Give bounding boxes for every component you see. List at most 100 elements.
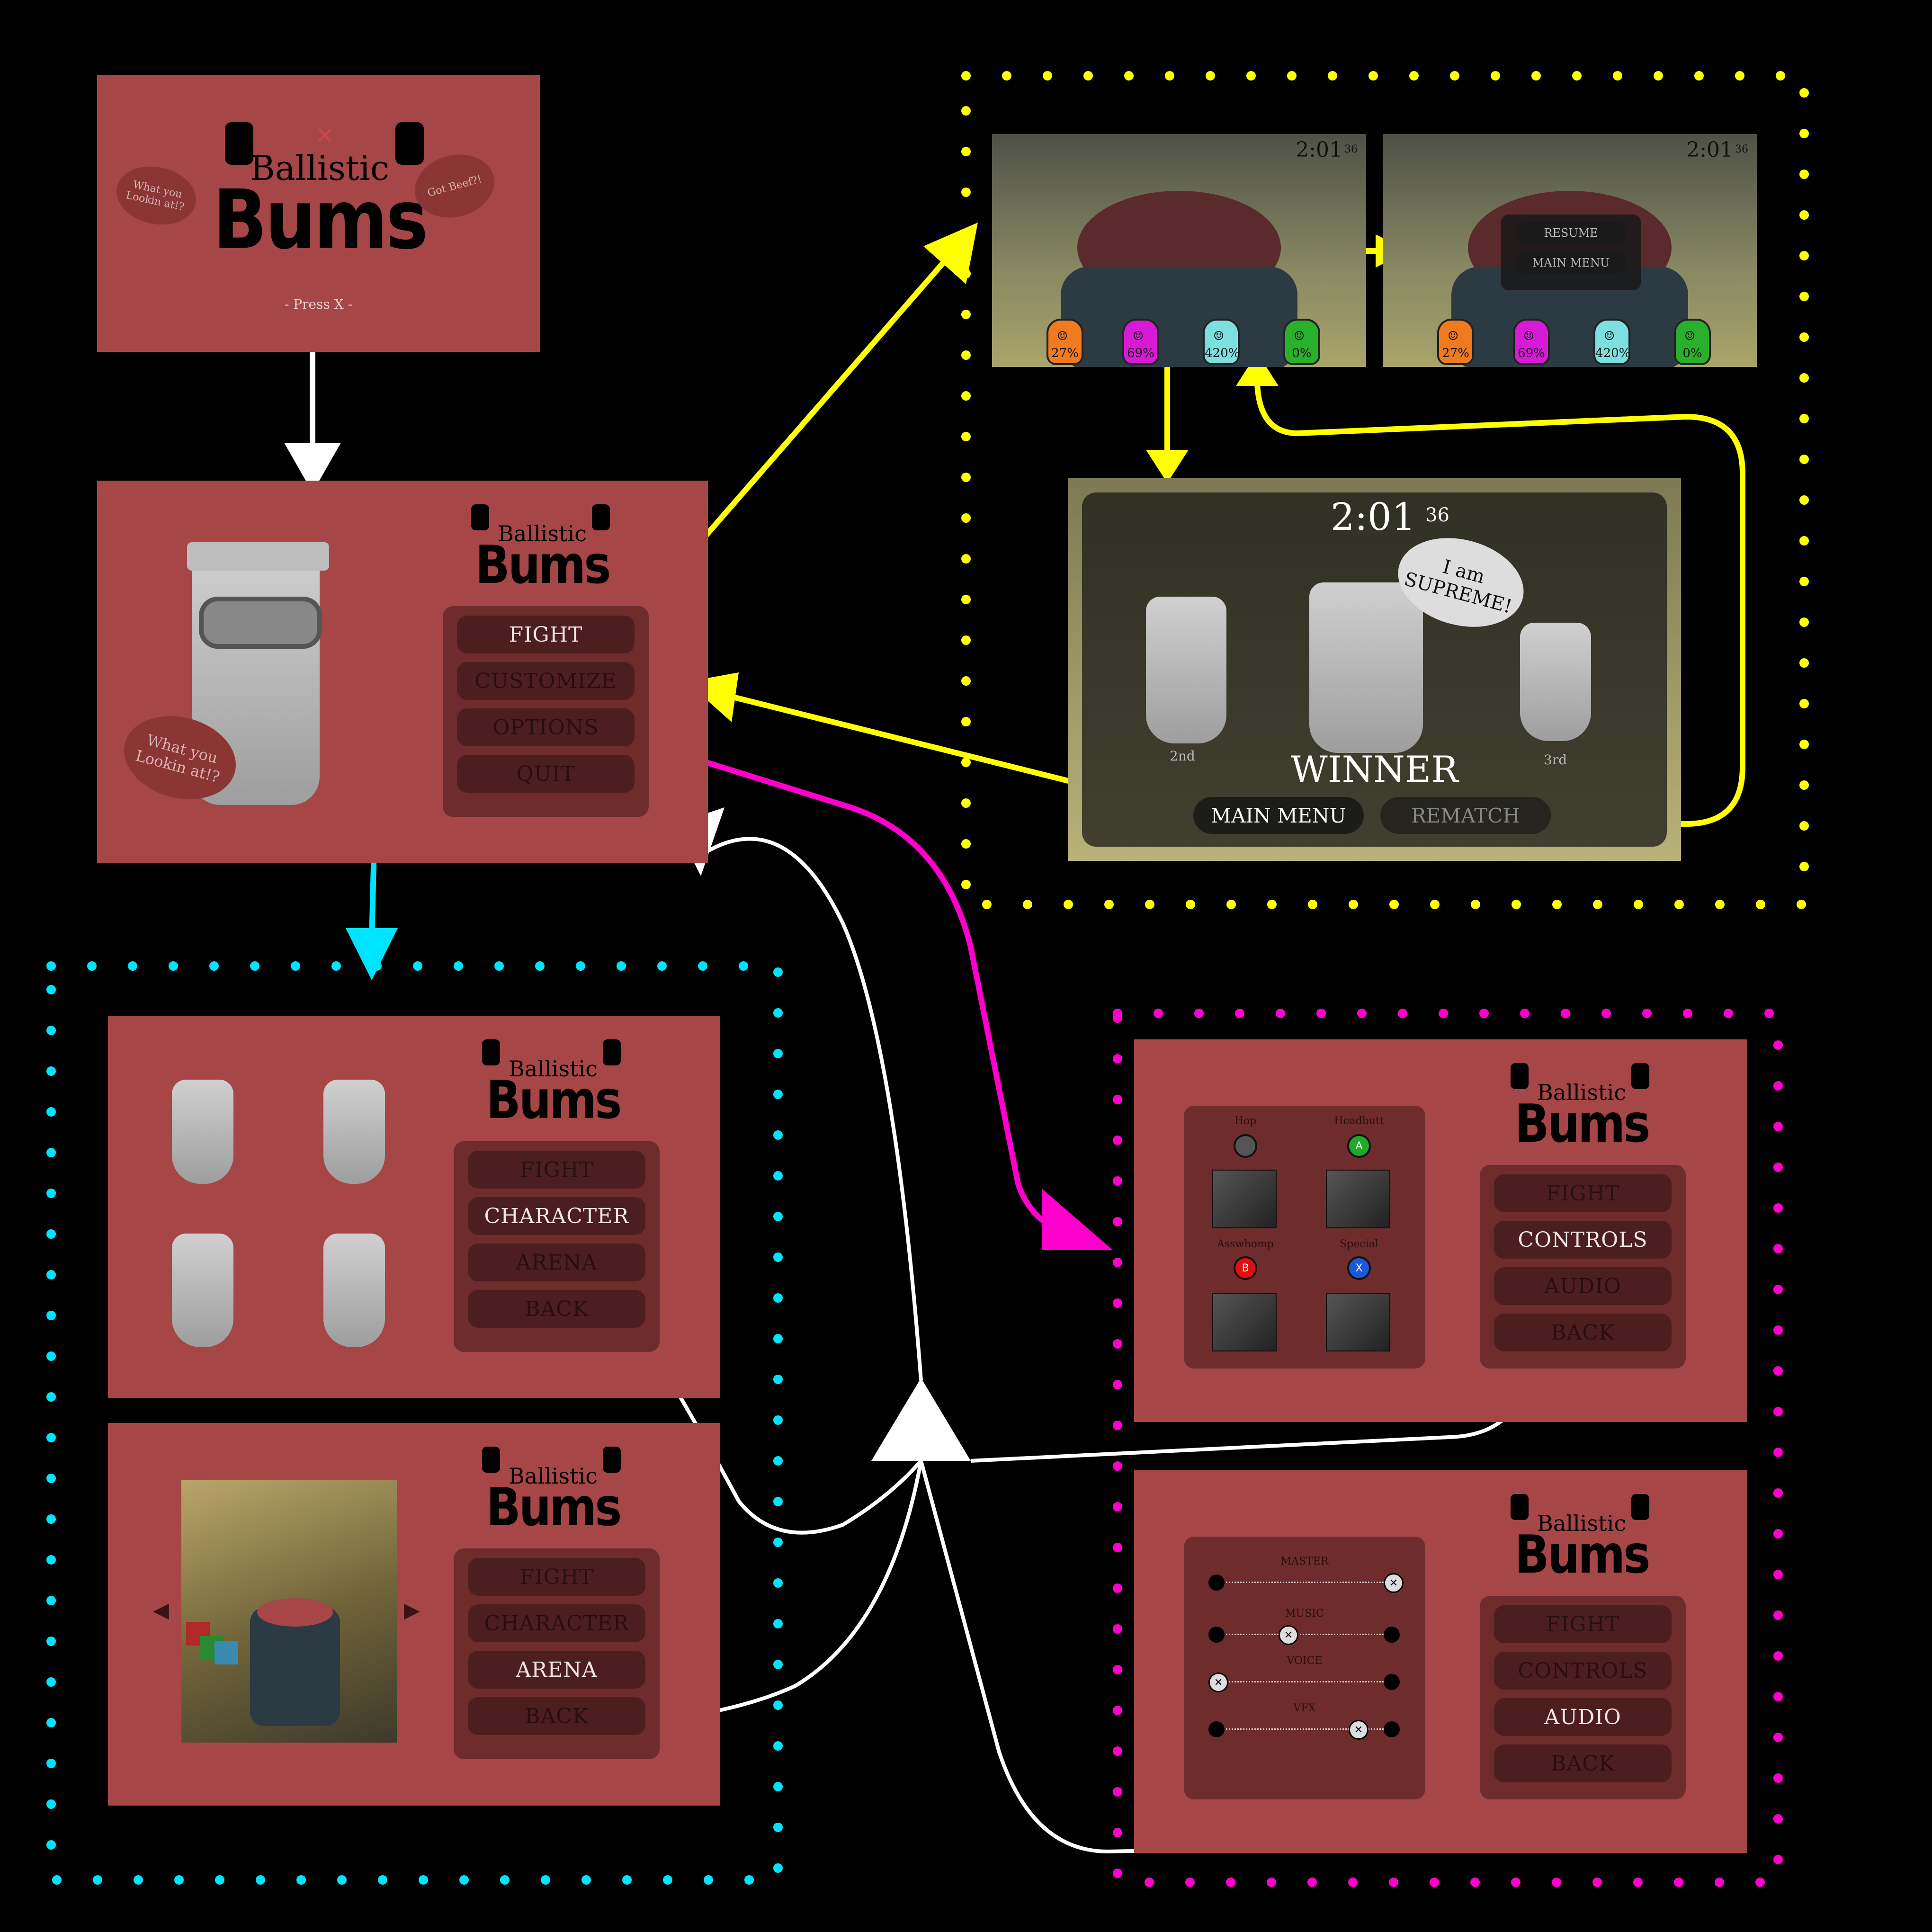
third-place-label: 3rd xyxy=(1544,752,1567,768)
logo-bum-icon-right xyxy=(1631,1063,1649,1089)
slider-handle-icon[interactable]: ✕ xyxy=(1384,1573,1404,1593)
arrow-head-customize-to-character xyxy=(346,928,398,980)
character-option-1[interactable] xyxy=(172,1080,233,1184)
resume-button[interactable]: RESUME xyxy=(1515,222,1627,244)
main-menu-panel: What you Lookin at!? Ballistic Bums FIGH… xyxy=(97,481,708,863)
player-1-damage: ☺27% xyxy=(1437,319,1474,365)
slider-label-voice: VOICE xyxy=(1287,1655,1323,1667)
player-face-icon: ☺ xyxy=(1213,329,1225,343)
pause-main-menu-button[interactable]: MAIN MENU xyxy=(1515,251,1627,274)
quit-button[interactable]: QUIT xyxy=(457,755,635,793)
character-option-2[interactable] xyxy=(323,1080,385,1184)
slider-max-dot xyxy=(1384,1721,1400,1737)
customize-button[interactable]: CUSTOMIZE xyxy=(457,662,635,700)
damage-percent: 0% xyxy=(1682,346,1702,360)
headbutt-preview xyxy=(1326,1170,1390,1228)
slider-min-dot xyxy=(1208,1721,1225,1737)
logo-bum-icon-right xyxy=(1631,1494,1649,1520)
asswhomp-preview xyxy=(1212,1293,1277,1351)
player-face-icon: ☺ xyxy=(1523,329,1535,343)
options-menu-box: FIGHT CONTROLS AUDIO BACK xyxy=(1480,1596,1686,1799)
back-button[interactable]: BACK xyxy=(468,1290,645,1328)
character-button[interactable]: CHARACTER xyxy=(468,1604,645,1642)
player-3-damage: ☺ 420% xyxy=(1203,319,1240,365)
arrow-head-options-to-controls xyxy=(1042,1189,1113,1250)
slider-handle-icon[interactable]: ✕ xyxy=(1279,1625,1298,1645)
fight-button[interactable]: FIGHT xyxy=(1494,1605,1672,1643)
fight-button[interactable]: FIGHT xyxy=(1494,1174,1672,1212)
logo-bum-icon-left xyxy=(1511,1063,1529,1089)
back-button[interactable]: BACK xyxy=(1494,1314,1672,1351)
slider-label-vfx: VFX xyxy=(1293,1702,1316,1714)
slider-max-dot xyxy=(1384,1674,1400,1690)
menu-logo: Ballistic Bums xyxy=(475,1039,631,1130)
character-button[interactable]: CHARACTER xyxy=(468,1197,645,1235)
damage-percent: 0% xyxy=(1292,346,1312,360)
player-face-icon: ☺ xyxy=(1448,329,1459,343)
logo-bum-icon-left xyxy=(471,504,489,530)
slider-track[interactable] xyxy=(1217,1634,1392,1635)
arrow-head-game-to-results xyxy=(1146,450,1189,483)
logo-bottom-text: Bums xyxy=(1514,1093,1651,1154)
back-button[interactable]: BACK xyxy=(468,1697,645,1735)
slider-handle-icon[interactable]: ✕ xyxy=(1349,1720,1368,1740)
player-2-damage: ☺69% xyxy=(1122,319,1159,365)
audio-button[interactable]: AUDIO xyxy=(1494,1698,1672,1736)
menu-logo: Ballistic Bums xyxy=(1503,1494,1660,1585)
player-face-icon: ☺ xyxy=(1604,329,1615,343)
character-glasses xyxy=(199,597,322,649)
special-preview xyxy=(1326,1293,1390,1351)
arrow-rematch-to-game xyxy=(1254,383,1745,827)
logo-bum-icon-right xyxy=(395,122,424,165)
customize-arena-panel: ◀ ▶ Ballistic Bums FIGHT CHARACTER ARENA… xyxy=(108,1423,720,1806)
player-face-icon: ☺ xyxy=(1057,329,1068,343)
arrow-options-to-controls xyxy=(615,731,1053,1229)
arena-button[interactable]: ARENA xyxy=(468,1651,645,1689)
winner-label: WINNER xyxy=(1290,748,1458,790)
press-x-prompt: - Press X - xyxy=(284,296,353,312)
control-label-special: Special xyxy=(1340,1238,1378,1250)
arrow-head-fight-to-game xyxy=(923,223,978,284)
slider-handle-icon[interactable]: ✕ xyxy=(1208,1673,1228,1692)
arrow-hub xyxy=(871,1378,971,1461)
damage-percent: 420% xyxy=(1205,346,1240,360)
slider-track[interactable] xyxy=(1217,1728,1392,1730)
character-hat xyxy=(187,542,329,571)
logo-bum-icon-right xyxy=(592,504,610,530)
menu-logo: Ballistic Bums xyxy=(1503,1063,1660,1154)
pause-menu: RESUME MAIN MENU xyxy=(1501,215,1641,290)
logo-bum-icon-left xyxy=(225,122,253,165)
slider-track[interactable] xyxy=(1217,1582,1392,1583)
fight-button[interactable]: FIGHT xyxy=(468,1558,645,1596)
fight-button[interactable]: FIGHT xyxy=(468,1151,645,1189)
slider-min-dot xyxy=(1208,1627,1225,1643)
title-logo: ✕ Ballistic Bums xyxy=(178,122,462,268)
results-main-menu-button[interactable]: MAIN MENU xyxy=(1193,797,1364,834)
back-button[interactable]: BACK xyxy=(1494,1744,1672,1782)
slider-track[interactable] xyxy=(1217,1681,1392,1682)
title-screen-panel: ✕ Ballistic Bums What you Lookin at!? Go… xyxy=(97,75,540,352)
gameplay-screen: 2:01 36 ☺27%☺69%☺420%☺0% xyxy=(992,134,1366,367)
fight-button[interactable]: FIGHT xyxy=(457,616,635,653)
rematch-button[interactable]: REMATCH xyxy=(1380,797,1551,834)
options-button[interactable]: OPTIONS xyxy=(457,708,635,746)
options-audio-panel: MASTER✕MUSIC✕VOICE✕VFX✕ Ballistic Bums F… xyxy=(1134,1470,1747,1853)
b-button-icon: B xyxy=(1234,1256,1257,1280)
controls-button[interactable]: CONTROLS xyxy=(1494,1221,1672,1259)
audio-button[interactable]: AUDIO xyxy=(1494,1267,1672,1305)
options-group-frame xyxy=(1113,1009,1783,1887)
controls-button[interactable]: CONTROLS xyxy=(1494,1652,1672,1690)
damage-percent: 69% xyxy=(1127,346,1154,360)
character-option-4[interactable] xyxy=(323,1234,385,1347)
logo-bottom-text: Bums xyxy=(213,172,429,268)
logo-top-text: Ballistic xyxy=(509,1463,598,1489)
logo-top-text: Ballistic xyxy=(1537,1080,1626,1105)
audio-box: MASTER✕MUSIC✕VOICE✕VFX✕ xyxy=(1184,1537,1425,1799)
arena-right-arrow[interactable]: ▶ xyxy=(404,1598,420,1622)
character-option-3[interactable] xyxy=(172,1234,233,1347)
arena-button[interactable]: ARENA xyxy=(468,1243,645,1281)
arena-left-arrow[interactable]: ◀ xyxy=(153,1598,169,1622)
player-2-damage: ☺69% xyxy=(1513,319,1550,365)
slider-max-dot xyxy=(1384,1627,1400,1643)
logo-bum-icon-left xyxy=(482,1039,500,1065)
